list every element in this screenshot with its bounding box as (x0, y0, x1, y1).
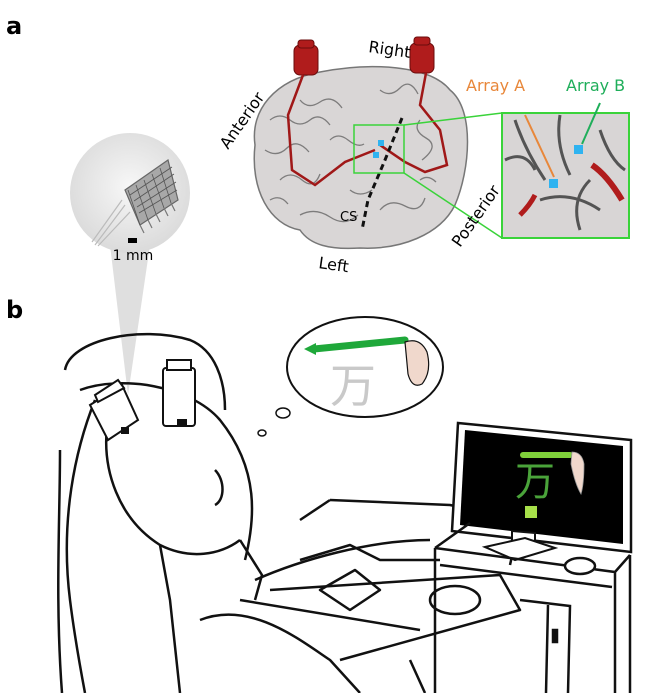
callout-wedge (110, 245, 150, 395)
computer-desk (433, 521, 632, 693)
thought-bubble: 万 (257, 316, 444, 437)
inset-zoom (501, 102, 630, 239)
brain-render: CS (253, 36, 469, 250)
left-label: Left (317, 253, 349, 276)
right-label: Right (367, 37, 411, 62)
electrode-array-photo: 1 mm (70, 133, 190, 264)
panel-b-label: b (6, 296, 23, 324)
cursor-square (525, 506, 537, 518)
array-b-label: Array B (566, 76, 625, 95)
inset-region-box (353, 124, 405, 174)
central-sulcus-line (360, 117, 404, 231)
cs-label: CS (340, 210, 357, 225)
lead-wires (286, 72, 449, 187)
screen-character: 万 (515, 459, 555, 505)
imagined-character: 万 (330, 359, 376, 413)
computer-monitor: 万 (450, 421, 633, 562)
participant-drawing (57, 332, 522, 693)
headstage-connectors (88, 359, 196, 442)
array-a-label: Array A (466, 76, 525, 95)
hand-icon (404, 340, 430, 386)
hand-icon (570, 451, 585, 495)
scale-bar-label: 1 mm (113, 248, 154, 264)
panel-a-label: a (6, 12, 22, 40)
